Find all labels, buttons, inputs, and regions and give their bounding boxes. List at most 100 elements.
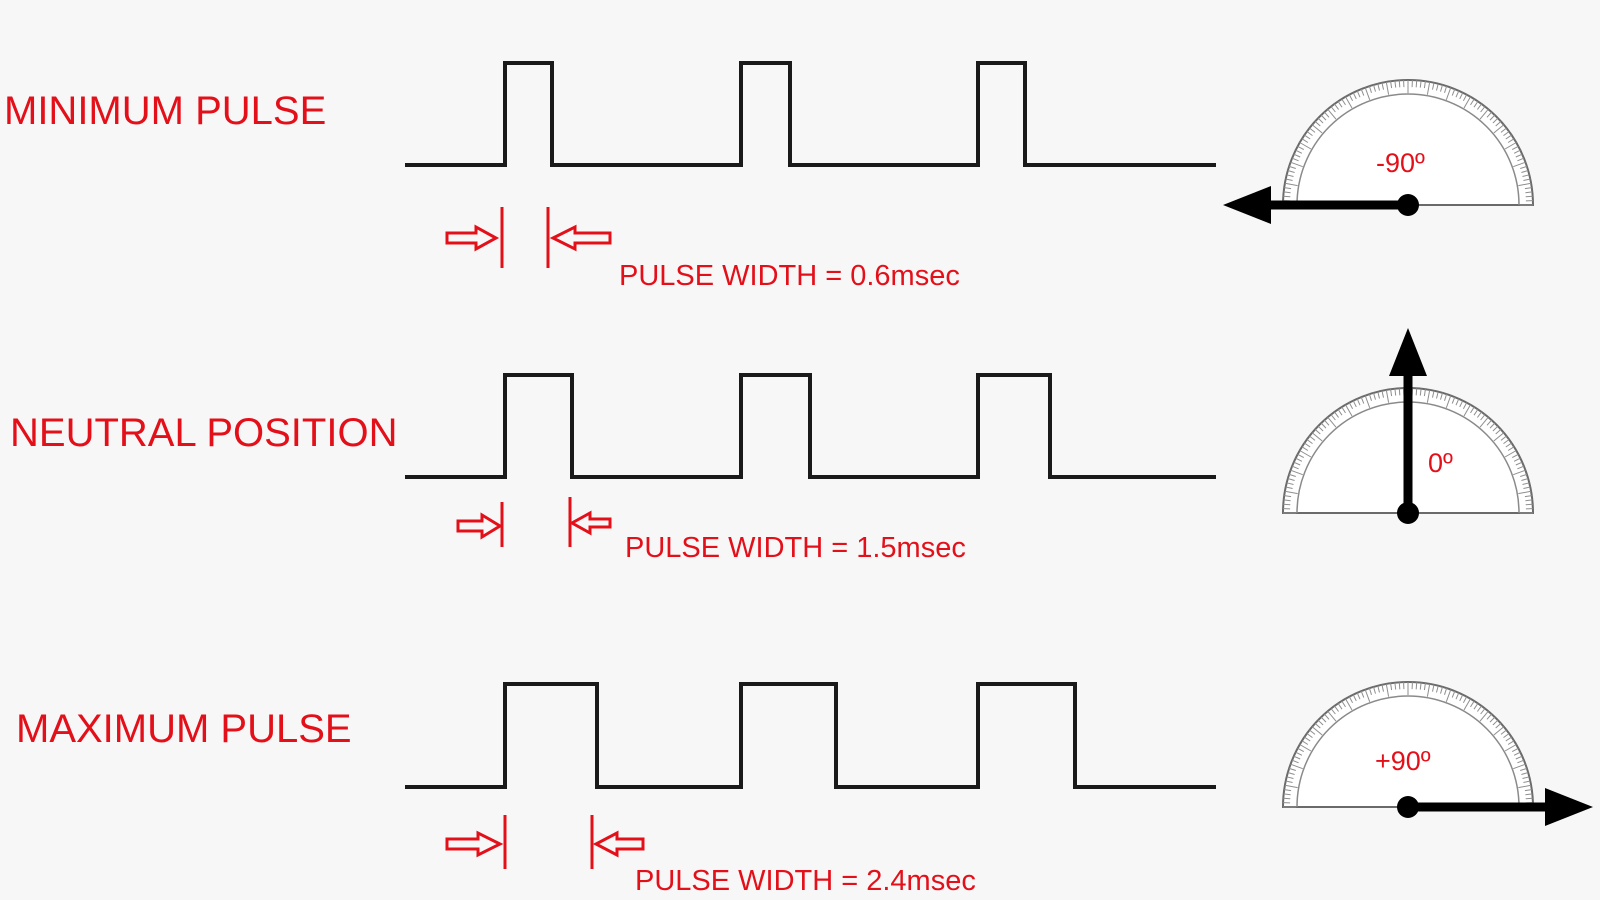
protractor-tick: [1373, 686, 1376, 694]
protractor-tick: [1284, 187, 1292, 190]
protractor-tick: [1288, 165, 1296, 169]
protractor-tick: [1459, 694, 1464, 702]
protractor-tick: [1290, 469, 1303, 476]
pulse-width-marker: [445, 815, 645, 869]
protractor-tick: [1385, 683, 1390, 697]
protractor-tick: [1390, 683, 1393, 691]
protractor-tick: [1348, 94, 1354, 102]
protractor-tick: [1451, 690, 1456, 698]
protractor-tick: [1285, 178, 1293, 181]
protractor-tick: [1423, 683, 1426, 691]
left-arrow-icon: [592, 830, 645, 858]
servo-arrow: [1397, 788, 1593, 826]
protractor-tick: [1330, 414, 1336, 421]
protractor-tick: [1327, 108, 1337, 120]
protractor-tick: [1398, 682, 1401, 690]
protractor-tick: [1337, 703, 1343, 710]
protractor-tick: [1334, 103, 1340, 110]
protractor-tick: [1288, 767, 1296, 771]
protractor-tick: [1309, 729, 1316, 735]
protractor-tick: [1522, 174, 1530, 177]
protractor-tick: [1283, 793, 1291, 796]
protractor-tick: [1364, 689, 1371, 702]
protractor-tick: [1320, 716, 1327, 723]
protractor-tick: [1381, 684, 1384, 692]
protractor-tick: [1352, 694, 1357, 702]
protractor-tick: [1297, 453, 1305, 459]
protractor-tick: [1360, 396, 1365, 404]
protractor-tick: [1524, 789, 1532, 792]
protractor-tick: [1525, 793, 1533, 796]
protractor-tick: [1306, 439, 1313, 445]
servo-arrow: [1223, 186, 1419, 224]
protractor-tick: [1295, 149, 1303, 154]
protractor-tick: [1299, 142, 1312, 150]
protractor-tick: [1463, 96, 1471, 109]
protractor-tick: [1507, 138, 1515, 143]
protractor-tick: [1324, 713, 1330, 720]
protractor-tick: [1345, 96, 1353, 109]
protractor-tick: [1327, 710, 1337, 722]
servo-arrow: [1389, 328, 1427, 524]
protractor-tick: [1295, 457, 1303, 462]
protractor-tick: [1486, 111, 1492, 118]
protractor-tick: [1473, 409, 1479, 416]
pulse-waveform: [405, 373, 1216, 479]
protractor-tick: [1309, 435, 1316, 441]
protractor-tick: [1327, 416, 1337, 428]
protractor-tick: [1513, 457, 1521, 462]
protractor-tick: [1381, 390, 1384, 398]
protractor-tick: [1285, 780, 1293, 783]
protractor-tick: [1440, 686, 1443, 694]
protractor-tick: [1311, 432, 1323, 442]
protractor-tick: [1489, 716, 1496, 723]
protractor-tick: [1291, 759, 1299, 764]
protractor-tick: [1492, 117, 1499, 124]
protractor-tick: [1489, 114, 1496, 121]
protractor-tick: [1320, 422, 1327, 429]
protractor-tick: [1505, 736, 1512, 742]
protractor-tick: [1286, 174, 1294, 177]
protractor-tick: [1511, 145, 1519, 151]
protractor-tick: [1459, 92, 1464, 100]
pulse-width-marker: [445, 207, 612, 268]
protractor-tick: [1364, 395, 1371, 408]
protractor-tick: [1341, 700, 1346, 708]
protractor-tick: [1513, 161, 1526, 168]
protractor-tick: [1489, 422, 1496, 429]
row-title: MAXIMUM PULSE: [16, 707, 352, 751]
protractor-tick: [1515, 755, 1523, 760]
protractor-tick: [1500, 127, 1507, 133]
protractor-tick: [1507, 740, 1515, 745]
protractor-tick: [1283, 191, 1291, 194]
protractor-tick: [1524, 495, 1532, 498]
servo-dial: -90º: [1223, 79, 1535, 224]
protractor-tick: [1304, 736, 1311, 742]
protractor-tick: [1291, 465, 1299, 470]
protractor-tick: [1385, 81, 1390, 95]
protractor-tick: [1492, 719, 1499, 726]
protractor-tick: [1507, 446, 1515, 451]
protractor-tick: [1486, 419, 1492, 426]
protractor-tick: [1287, 170, 1295, 173]
protractor-tick: [1311, 726, 1323, 736]
protractor-tick: [1493, 726, 1505, 736]
protractor-tick: [1297, 145, 1305, 151]
protractor-tick: [1324, 419, 1330, 426]
protractor-tick: [1518, 182, 1532, 187]
protractor-tick: [1463, 404, 1471, 417]
protractor-tick: [1398, 388, 1401, 396]
protractor-tick: [1293, 153, 1301, 158]
protractor-tick: [1462, 94, 1468, 102]
pulse-width-marker: [456, 497, 612, 547]
protractor-tick: [1284, 182, 1298, 187]
protractor-tick: [1521, 772, 1529, 775]
protractor-tick: [1476, 103, 1482, 110]
protractor-tick: [1345, 404, 1353, 417]
protractor-tick: [1511, 453, 1519, 459]
protractor-tick: [1290, 161, 1303, 168]
protractor-tick: [1283, 499, 1291, 502]
protractor-tick: [1476, 411, 1482, 418]
protractor-tick: [1320, 114, 1327, 121]
protractor-tick: [1304, 134, 1311, 140]
